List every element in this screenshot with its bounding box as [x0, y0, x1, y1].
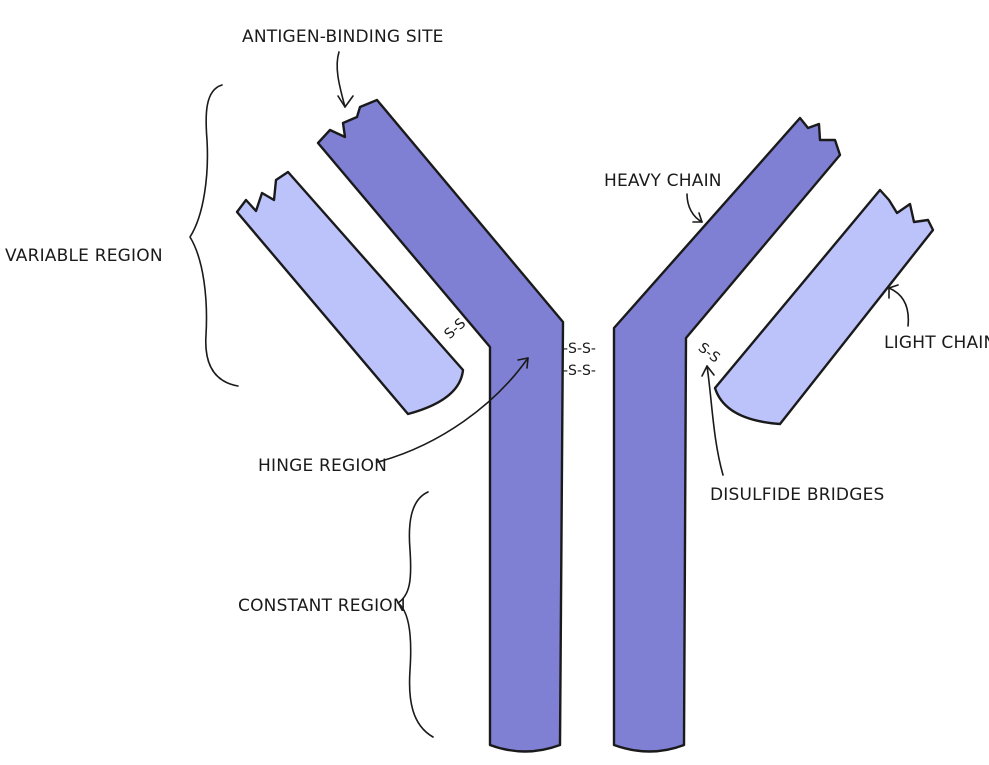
heavy-chain-arrow	[686, 193, 703, 223]
antigen-binding-arrowhead	[337, 95, 354, 108]
hinge-region-label: HINGE REGION	[258, 456, 387, 476]
disulfide-bridges-arrowhead	[701, 365, 715, 377]
light-chain-arrowhead	[888, 284, 899, 299]
antigen-binding-arrow	[336, 51, 346, 108]
heavy-chain-arrowhead	[692, 212, 703, 223]
disulfide-bridges-label: DISULFIDE BRIDGES	[710, 485, 885, 505]
light-chain-label: LIGHT CHAIN	[884, 333, 989, 353]
right-light-chain	[713, 188, 935, 426]
variable-region-brace	[189, 84, 239, 387]
light-chain-arrow	[888, 287, 910, 327]
antigen-binding-site-label: ANTIGEN-BINDING SITE	[242, 27, 444, 47]
disulfide-bridges-arrow	[706, 365, 724, 476]
hinge-region-arrow	[377, 357, 529, 463]
ss-bond-right: S-S	[695, 340, 723, 367]
constant-region-brace	[397, 491, 434, 738]
ss-bond-hinge-top: -S-S-	[563, 341, 596, 357]
variable-region-label: VARIABLE REGION	[5, 246, 163, 266]
right-heavy-chain	[612, 116, 842, 753]
constant-region-label: CONSTANT REGION	[238, 596, 406, 616]
left-light-chain	[235, 170, 465, 416]
left-heavy-chain	[316, 98, 565, 753]
ss-bond-hinge-bottom: -S-S-	[563, 363, 596, 379]
heavy-chain-label: HEAVY CHAIN	[604, 171, 722, 191]
hinge-region-arrowhead	[517, 357, 529, 369]
ss-bond-left: S-S	[441, 315, 469, 342]
